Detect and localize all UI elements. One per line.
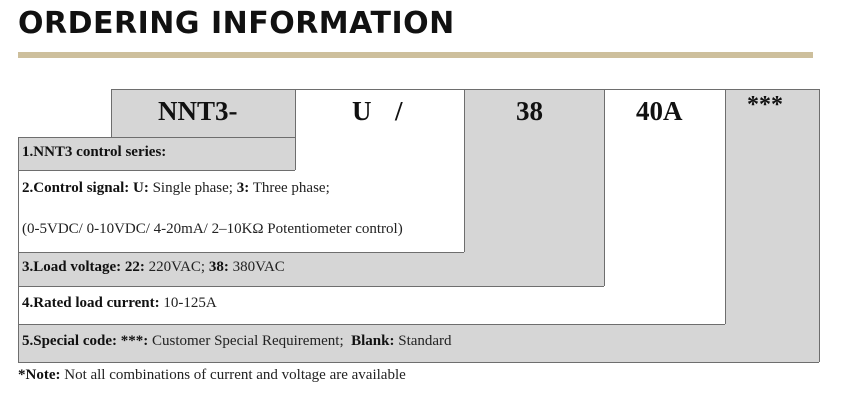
row-control-signal: 2.Control signal: U: Single phase; 3: Th… <box>22 180 330 197</box>
code-special: *** <box>747 92 783 118</box>
code-voltage: 38 <box>516 96 543 126</box>
footnote: *Note: Not all combinations of current a… <box>18 367 406 384</box>
row2-value2: Three phase; <box>252 180 330 196</box>
code-series: NNT3- <box>158 96 238 126</box>
row4-bottom-line <box>18 324 725 325</box>
row5-label: 5.Special code: <box>22 333 117 349</box>
row-control-signal-detail: (0-5VDC/ 0-10VDC/ 4-20mA/ 2–10KΩ Potenti… <box>22 221 403 237</box>
row5-value2: Standard <box>398 333 452 349</box>
row5-key2: Blank: <box>351 333 395 349</box>
page-title: ORDERING INFORMATION <box>18 6 455 41</box>
voltage-row-shade <box>18 252 604 286</box>
row5-bottom-line <box>18 362 819 363</box>
row5-value1: Customer Special Requirement; <box>152 333 344 349</box>
row-control-series: 1.NNT3 control series: <box>22 144 166 161</box>
row1-label: 1.NNT3 control series: <box>22 144 167 160</box>
row2-label: 2.Control signal: <box>22 180 130 196</box>
row3-bottom-line <box>18 286 604 287</box>
row1-bottom-line <box>18 170 295 171</box>
special-row-shade <box>18 324 819 362</box>
row2-key1: U: <box>132 180 149 196</box>
voltage-header-cell <box>464 89 604 252</box>
row-rated-current: 4.Rated load current: 10-125A <box>22 295 217 312</box>
series-left-line <box>111 89 112 137</box>
voltage-right-line <box>604 89 605 286</box>
row1-top-line <box>18 137 295 138</box>
table-left-line <box>18 137 19 362</box>
row-load-voltage: 3.Load voltage: 22: 220VAC; 38: 380VAC <box>22 259 285 276</box>
row2-key2: 3: <box>236 180 250 196</box>
row3-key1: 22: <box>124 259 145 275</box>
row5-key1: ***: <box>120 333 149 349</box>
code-signal: U <box>352 96 372 126</box>
row3-value2: 380VAC <box>232 259 285 275</box>
series-right-line <box>295 89 296 170</box>
row4-value1: 10-125A <box>163 295 217 311</box>
row3-label: 3.Load voltage: <box>22 259 122 275</box>
row4-label: 4.Rated load current: <box>22 295 160 311</box>
note-label: *Note: <box>18 367 61 383</box>
title-underline <box>18 52 813 58</box>
series-row-shade <box>18 137 295 170</box>
current-right-line <box>725 89 726 324</box>
row3-value1: 220VAC; <box>148 259 206 275</box>
header-top-line <box>111 89 819 90</box>
row2-bottom-line <box>18 252 464 253</box>
code-current: 40A <box>636 96 683 126</box>
special-right-line <box>819 89 820 362</box>
signal-right-line <box>464 89 465 252</box>
special-header-cell <box>725 89 819 324</box>
note-text: Not all combinations of current and volt… <box>64 367 406 383</box>
code-slash: / <box>395 96 403 126</box>
row-special-code: 5.Special code: ***: Customer Special Re… <box>22 333 452 350</box>
row2-value1: Single phase; <box>152 180 233 196</box>
series-header-cell <box>111 89 295 137</box>
row3-key2: 38: <box>208 259 229 275</box>
